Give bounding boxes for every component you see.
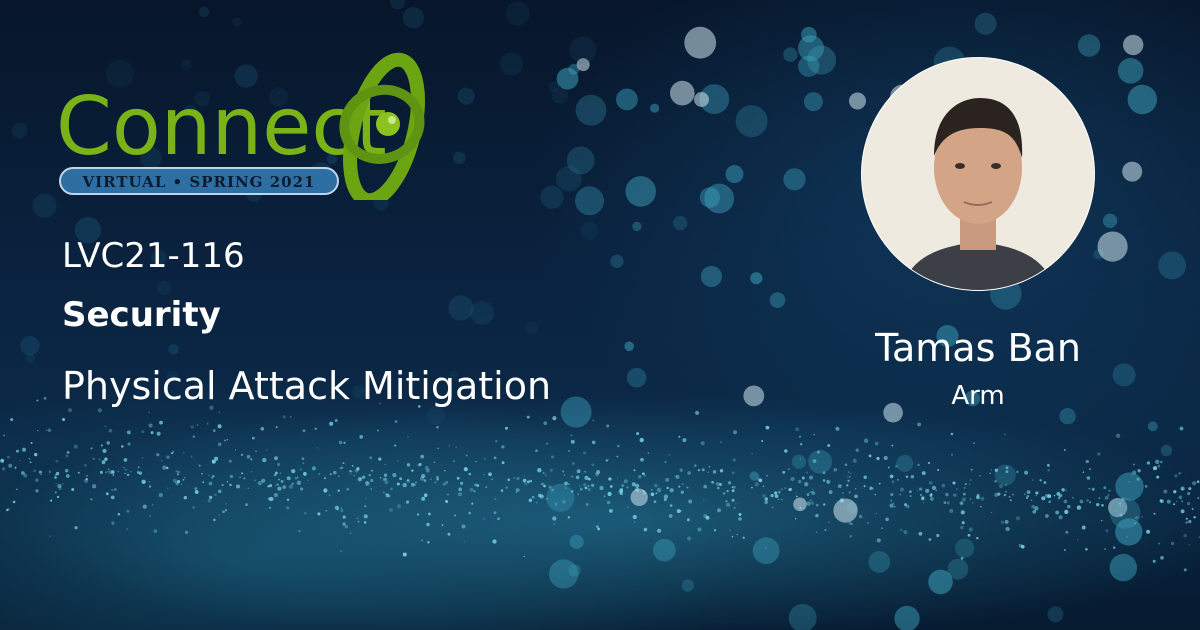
session-title: Physical Attack Mitigation bbox=[62, 364, 552, 408]
speaker-avatar bbox=[861, 57, 1095, 291]
session-code: LVC21-116 bbox=[62, 236, 245, 276]
connect-logo: Connect VIRTUAL • SPRING 2021 bbox=[56, 52, 425, 200]
logo-subtitle: VIRTUAL • SPRING 2021 bbox=[82, 173, 316, 191]
session-track: Security bbox=[62, 295, 221, 335]
logo-orbit-icon bbox=[339, 52, 425, 200]
logo-subtitle-banner bbox=[59, 167, 339, 195]
logo-wordmark: Connect bbox=[56, 80, 387, 173]
speaker-organization: Arm bbox=[951, 381, 1005, 411]
speaker-name: Tamas Ban bbox=[875, 326, 1081, 370]
